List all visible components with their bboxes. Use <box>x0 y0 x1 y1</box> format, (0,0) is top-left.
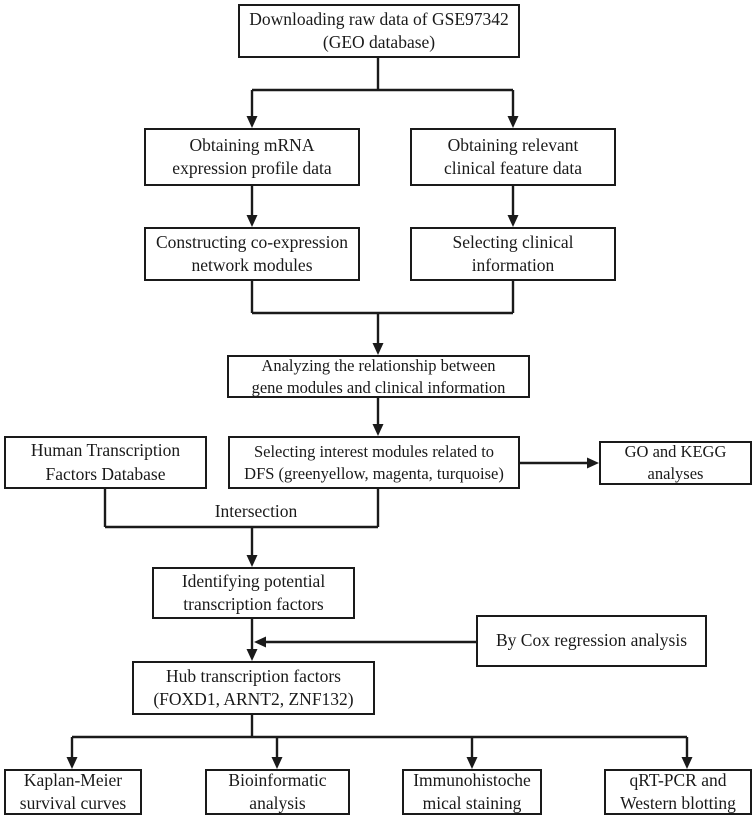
node-bioinformatic-analysis-line1: Bioinformatic <box>228 769 327 790</box>
node-obtaining-mrna-line1: Obtaining mRNA <box>189 134 315 155</box>
node-analyzing-relationship[interactable]: Analyzing the relationship between gene … <box>227 355 530 398</box>
node-selecting-clinical-information-line2: information <box>471 255 555 275</box>
node-immunohistochemical-staining-line2: mical staining <box>422 793 522 813</box>
node-go-kegg-analyses[interactable]: GO and KEGG analyses <box>599 441 752 485</box>
node-kaplan-meier-survival-curves[interactable]: Kaplan-Meier survival curves <box>4 769 142 815</box>
node-constructing-coexpression-line1: Constructing co-expression <box>156 231 348 252</box>
node-hub-transcription-factors-line1: Hub transcription factors <box>166 665 341 686</box>
node-immunohistochemical-staining[interactable]: Immunohistoche mical staining <box>402 769 542 815</box>
node-analyzing-relationship-line1: Analyzing the relationship between <box>261 355 496 375</box>
node-analyzing-relationship-line2: gene modules and clinical information <box>251 377 506 397</box>
node-obtaining-clinical-feature-line2: clinical feature data <box>444 158 582 178</box>
arrowhead-to-modules <box>372 424 384 436</box>
node-obtaining-clinical-feature-line1: Obtaining relevant <box>447 134 579 155</box>
arrowhead-to-selectclinical <box>507 215 519 227</box>
node-downloading-raw-data[interactable]: Downloading raw data of GSE97342 (GEO da… <box>238 4 520 58</box>
node-selecting-interest-modules-line1: Selecting interest modules related to <box>253 441 495 461</box>
node-downloading-raw-data-line2: (GEO database) <box>322 32 436 52</box>
arrowhead-to-kaplan <box>66 757 78 769</box>
node-kaplan-meier-survival-curves-line2: survival curves <box>19 793 127 813</box>
node-bioinformatic-analysis[interactable]: Bioinformatic analysis <box>205 769 350 815</box>
node-human-transcription-factors-database-line2: Factors Database <box>45 463 166 484</box>
node-identifying-potential-tf-line1: Identifying potential <box>181 570 326 591</box>
node-human-transcription-factors-database[interactable]: Human Transcription Factors Database <box>4 436 207 489</box>
node-immunohistochemical-staining-line1: Immunohistoche <box>413 769 531 790</box>
node-selecting-interest-modules[interactable]: Selecting interest modules related to DF… <box>228 436 520 489</box>
node-obtaining-clinical-feature[interactable]: Obtaining relevant clinical feature data <box>410 128 616 186</box>
node-selecting-clinical-information-line1: Selecting clinical <box>452 231 574 252</box>
node-human-transcription-factors-database-line1: Human Transcription <box>30 440 181 461</box>
arrowhead-cox-into-stem <box>254 636 266 648</box>
arrowhead-to-analyzing <box>372 343 384 355</box>
arrowhead-to-ihc <box>466 757 478 769</box>
node-by-cox-regression-analysis-line1: By Cox regression analysis <box>495 630 688 651</box>
node-identifying-potential-tf[interactable]: Identifying potential transcription fact… <box>152 567 355 619</box>
arrowhead-to-coexpression <box>246 215 258 227</box>
arrowhead-to-mrna <box>246 116 258 128</box>
arrowhead-to-gokegg <box>587 457 599 469</box>
arrowhead-to-clinical <box>507 116 519 128</box>
arrowhead-to-hub <box>246 649 258 661</box>
node-by-cox-regression-analysis[interactable]: By Cox regression analysis <box>476 615 707 667</box>
node-selecting-interest-modules-line2: DFS (greenyellow, magenta, turquoise) <box>244 463 504 483</box>
node-bioinformatic-analysis-line2: analysis <box>249 793 306 813</box>
node-qrt-pcr-western-blotting[interactable]: qRT-PCR and Western blotting <box>604 769 752 815</box>
node-kaplan-meier-survival-curves-line1: Kaplan-Meier <box>23 769 123 790</box>
node-hub-transcription-factors[interactable]: Hub transcription factors (FOXD1, ARNT2,… <box>132 661 375 715</box>
node-constructing-coexpression[interactable]: Constructing co-expression network modul… <box>144 227 360 281</box>
node-go-kegg-analyses-line1: GO and KEGG analyses <box>624 442 727 483</box>
arrowhead-to-bioinformatic <box>271 757 283 769</box>
node-constructing-coexpression-line2: network modules <box>191 255 313 275</box>
node-identifying-potential-tf-line2: transcription factors <box>183 594 324 614</box>
arrowhead-to-qrtpcr <box>681 757 693 769</box>
node-selecting-clinical-information[interactable]: Selecting clinical information <box>410 227 616 281</box>
node-obtaining-mrna[interactable]: Obtaining mRNA expression profile data <box>144 128 360 186</box>
node-downloading-raw-data-line1: Downloading raw data of GSE97342 <box>249 8 509 29</box>
arrowhead-to-identifying <box>246 555 258 567</box>
node-obtaining-mrna-line2: expression profile data <box>172 158 332 178</box>
node-qrt-pcr-western-blotting-line2: Western blotting <box>620 793 736 813</box>
edge-label-intersection: Intersection <box>195 501 317 522</box>
node-qrt-pcr-western-blotting-line1: qRT-PCR and <box>629 769 727 790</box>
node-hub-transcription-factors-line2: (FOXD1, ARNT2, ZNF132) <box>153 689 354 709</box>
